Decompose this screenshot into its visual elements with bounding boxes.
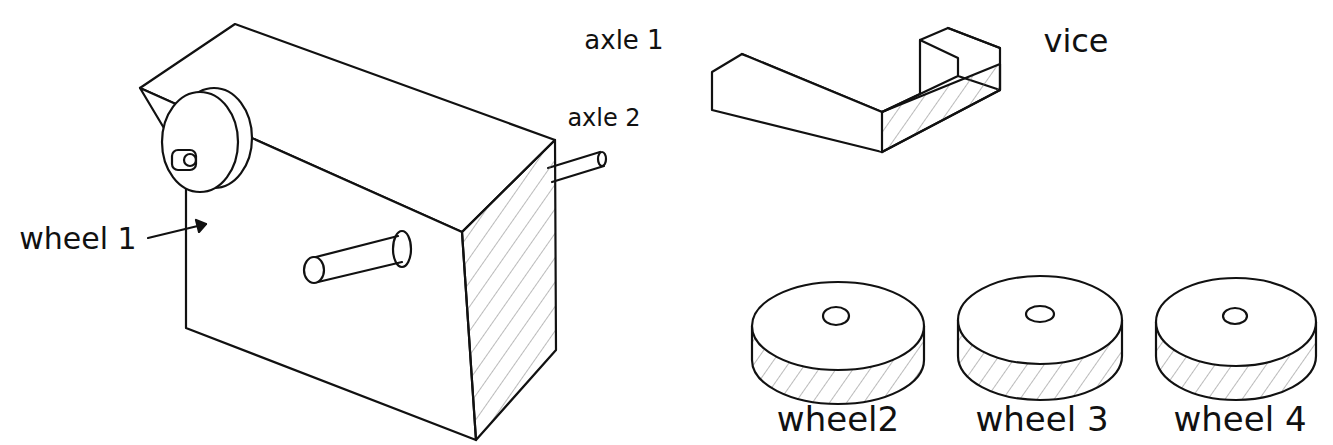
nut-bolt <box>184 154 196 166</box>
wheel-disc <box>752 282 924 404</box>
part-label: axle 2 <box>567 105 640 131</box>
spare-wheels <box>752 276 1316 404</box>
part-label: vice <box>1043 24 1108 59</box>
box-end-face <box>462 140 556 440</box>
nut <box>172 150 196 170</box>
axle-rod <box>548 152 604 182</box>
part-label: axle 1 <box>584 26 663 55</box>
vice-body <box>742 28 1000 152</box>
wheel-disc <box>958 276 1122 400</box>
part-label: wheel 1 <box>19 222 136 255</box>
axle-washer <box>393 231 411 267</box>
part-label: wheel2 <box>777 401 899 438</box>
vice-part <box>712 28 1000 152</box>
box-housing <box>140 24 606 440</box>
wheel-face <box>162 92 238 192</box>
box-side-face <box>140 88 476 440</box>
part-label: wheel 4 <box>1173 401 1306 438</box>
wheel-disc <box>1156 278 1316 400</box>
axle-rod <box>312 236 402 282</box>
axle-end <box>304 257 324 283</box>
vice-edge <box>948 28 1000 48</box>
vice-hatched-face <box>882 64 1000 152</box>
leader-arrowhead <box>196 220 206 232</box>
axle-end <box>598 152 606 166</box>
part-label: wheel 3 <box>975 401 1108 438</box>
